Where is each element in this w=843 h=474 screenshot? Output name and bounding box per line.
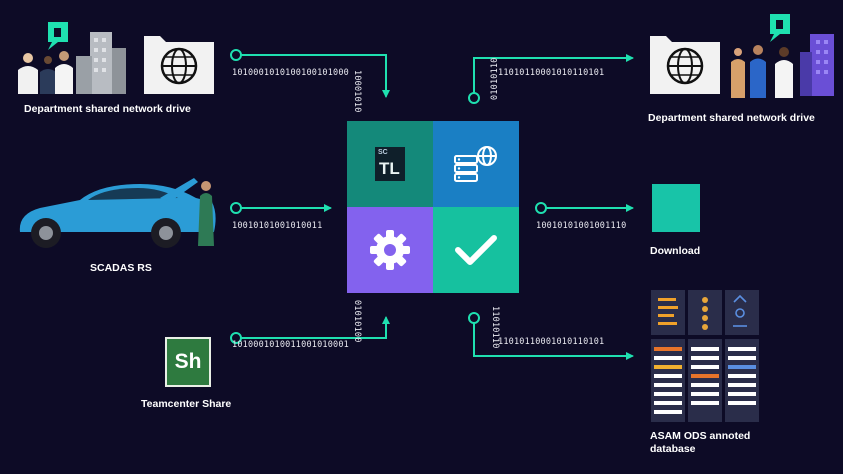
gear-icon xyxy=(370,230,410,270)
binary-bottom-right: 11010110001010110101 xyxy=(498,337,605,347)
tl-logo-icon: SC TL xyxy=(375,147,405,181)
tl-logo-small: SC xyxy=(378,149,388,156)
binary-top-left: 1010001010100100101000 xyxy=(232,68,349,78)
connector-dot xyxy=(230,202,242,214)
arrow-top-right xyxy=(473,54,634,94)
binary-top-right-vertical: 01010110 xyxy=(490,57,500,100)
car-illustration xyxy=(19,178,216,248)
tl-logo-large: TL xyxy=(379,159,400,178)
teamcenter-share-icon: Sh xyxy=(165,337,211,387)
hub-quadrant-bl xyxy=(347,207,433,293)
globe-folder-icon-left xyxy=(144,36,214,94)
binary-top-left-vertical: 10001010 xyxy=(352,70,362,113)
department-left-illustration xyxy=(18,22,126,94)
arrow-top-left xyxy=(240,54,390,98)
globe-folder-icon-right xyxy=(650,36,720,94)
connector-dot xyxy=(230,332,242,344)
connector-dot xyxy=(535,202,547,214)
connector-dot xyxy=(230,49,242,61)
binary-mid-left: 10010101001010011 xyxy=(232,221,323,231)
label-dept-left: Department shared network drive xyxy=(24,103,191,115)
arrow-bottom-left xyxy=(240,316,390,339)
arrow-bottom-right xyxy=(473,321,634,360)
check-icon xyxy=(455,235,497,265)
label-scadas: SCADAS RS xyxy=(90,262,152,274)
binary-top-right: 11010110001010110101 xyxy=(498,68,605,78)
hub-quadrant-tr xyxy=(433,121,519,207)
server-globe-icon xyxy=(454,146,497,182)
label-dept-right: Department shared network drive xyxy=(648,112,815,124)
binary-mid-right: 10010101001001110 xyxy=(536,221,627,231)
hub-quadrant-tl: SC TL xyxy=(347,121,433,207)
binary-bottom-left-vertical: 01010100 xyxy=(352,300,362,343)
central-hub: SC TL xyxy=(347,121,519,293)
label-teamcenter: Teamcenter Share xyxy=(141,398,232,410)
department-right-illustration xyxy=(731,14,834,98)
label-asam-line1: ASAM ODS annoted xyxy=(650,430,751,442)
binary-bottom-left: 1010001010011001010001 xyxy=(232,340,349,350)
connector-dot xyxy=(468,312,480,324)
connector-dot xyxy=(468,92,480,104)
label-asam-line2: database xyxy=(650,443,696,455)
hub-quadrant-br xyxy=(433,207,519,293)
download-box xyxy=(652,184,700,232)
label-download: Download xyxy=(650,245,701,257)
asam-database-illustration xyxy=(651,290,759,422)
